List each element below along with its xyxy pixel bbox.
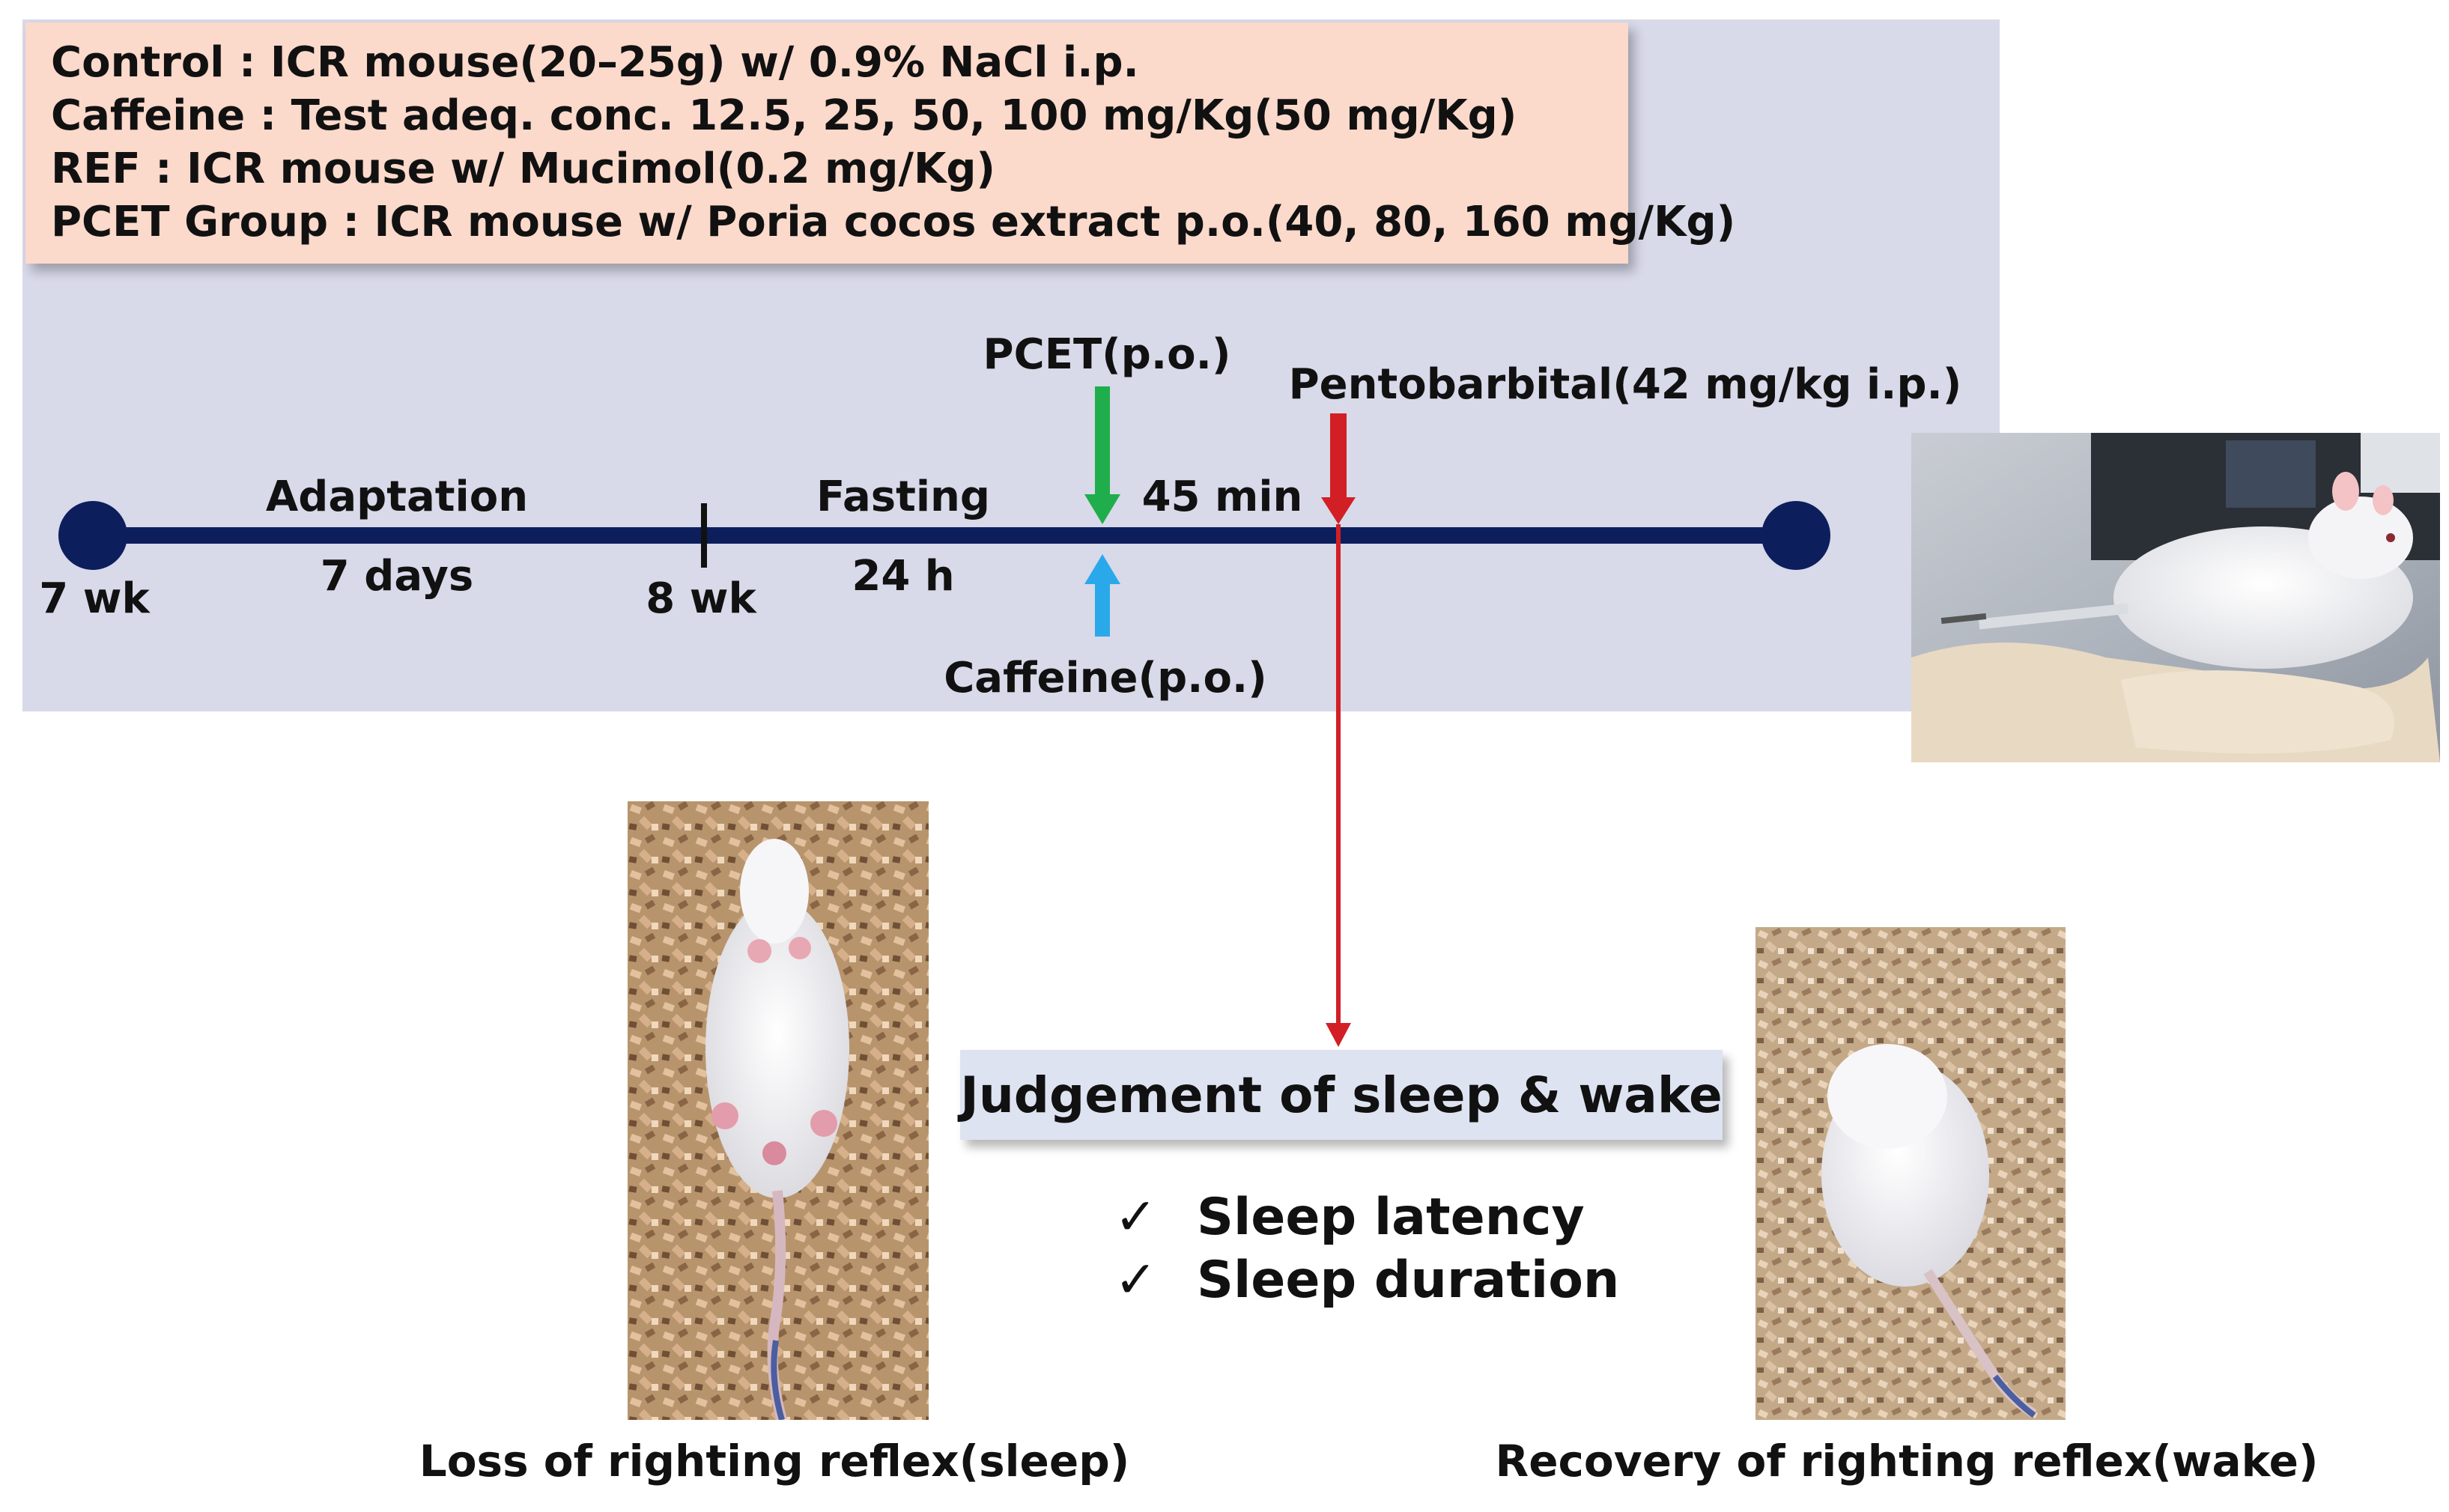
- fasting-label: Fasting: [816, 473, 991, 521]
- check-item-sleep-duration: ✓Sleep duration: [1114, 1255, 1619, 1306]
- adaptation-label: Adaptation: [265, 473, 529, 521]
- check-item-label: Sleep duration: [1197, 1251, 1620, 1310]
- check-mark-icon: ✓: [1114, 1251, 1157, 1310]
- check-mark-icon: ✓: [1114, 1188, 1157, 1247]
- legend-line-ref: REF : ICR mouse w/ Mucimol(0.2 mg/Kg): [51, 145, 996, 193]
- pcet-arrow: [1084, 386, 1120, 524]
- mouse-sleep-photo: [628, 801, 929, 1420]
- check-item-label: Sleep latency: [1197, 1188, 1585, 1247]
- legend-line-caffeine: Caffeine : Test adeq. conc. 12.5, 25, 50…: [51, 91, 1517, 140]
- mouse-injection-photo: [1911, 433, 2440, 762]
- mouse-wake-photo: [1755, 927, 2066, 1420]
- timeline-end-dot: [1761, 501, 1830, 570]
- caption-wake: Recovery of righting reflex(wake): [1495, 1436, 2319, 1487]
- judgement-box: Judgement of sleep & wake: [960, 1050, 1723, 1140]
- pentobarbital-arrow: [1321, 413, 1356, 524]
- legend-line-control: Control : ICR mouse(20–25g) w/ 0.9% NaCl…: [51, 38, 1139, 87]
- start-week-label: 7 wk: [39, 574, 150, 623]
- interval-label: 45 min: [1141, 473, 1303, 521]
- pentobarbital-label: Pentobarbital(42 mg/kg i.p.): [1288, 360, 1962, 409]
- fasting-duration-label: 24 h: [852, 552, 955, 601]
- pcet-label: PCET(p.o.): [983, 330, 1231, 379]
- judgement-title: Judgement of sleep & wake: [960, 1066, 1723, 1124]
- mid-week-label: 8 wk: [646, 574, 756, 623]
- adaptation-duration-label: 7 days: [320, 552, 474, 601]
- caffeine-label: Caffeine(p.o.): [944, 654, 1267, 702]
- judgement-arrow: [1326, 524, 1351, 1047]
- check-item-sleep-latency: ✓Sleep latency: [1114, 1192, 1585, 1243]
- timeline-start-dot: [58, 501, 127, 570]
- caption-sleep: Loss of righting reflex(sleep): [419, 1436, 1130, 1487]
- group-legend-box: Control : ICR mouse(20–25g) w/ 0.9% NaCl…: [25, 22, 1736, 264]
- legend-line-pcet: PCET Group : ICR mouse w/ Poria cocos ex…: [51, 198, 1736, 246]
- caffeine-arrow: [1084, 554, 1120, 637]
